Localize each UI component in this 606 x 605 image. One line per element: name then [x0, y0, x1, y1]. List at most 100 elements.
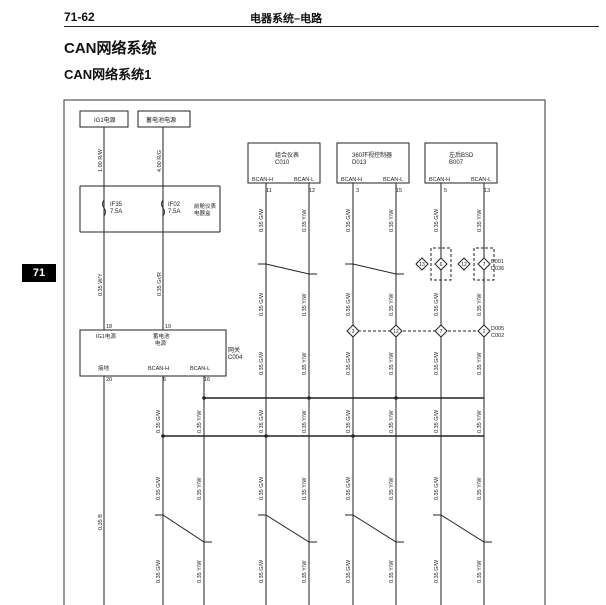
- wire-label-gw-32: 0.35 G/W: [434, 559, 440, 583]
- junction-canl-gw: [202, 396, 206, 400]
- connector-b001-pin-7-diamond: [477, 257, 491, 271]
- gateway-pin-6: 6: [163, 377, 166, 383]
- gateway-pin-19: 19: [165, 324, 171, 330]
- module-cluster-code: C010: [275, 160, 290, 166]
- page-number: 71-62: [64, 10, 95, 24]
- wire-label-yw-22: 0.35 Y/W: [389, 410, 395, 433]
- wire-label-yw-33: 0.35 Y/W: [302, 560, 308, 583]
- wire-label-gw-2: 0.35 G/W: [434, 208, 440, 232]
- m360-pin-l: 15: [396, 188, 402, 194]
- connector-d005-pin-7-label: 7: [440, 329, 443, 335]
- junction-canl-360: [394, 396, 398, 400]
- m360-canl-label: BCAN-L: [383, 177, 403, 183]
- battery-power-box: [137, 110, 191, 128]
- fuse-if02-id: IF02: [168, 202, 181, 208]
- wire-label-gw-18: 0.35 G/W: [259, 409, 265, 433]
- wire-label-yw-39: 0.35 Y/W: [197, 477, 203, 500]
- gateway-label-battery: 蓄电池: [153, 332, 170, 340]
- connector-b001-pin-13: 13: [415, 257, 429, 271]
- wire-label-gw-8: 0.35 G/W: [434, 292, 440, 316]
- twist-cluster-1: [258, 263, 317, 284]
- bsd-pin-h: 5: [444, 188, 447, 194]
- connector-d005-code2: C002: [491, 333, 504, 339]
- gateway-pin-20: 20: [106, 377, 112, 383]
- diagram-frame: [63, 99, 546, 605]
- wire-label-gw-31: 0.35 G/W: [346, 559, 352, 583]
- connector-d005-pin-12-diamond: [389, 324, 403, 338]
- page-title: CAN网络系统: [64, 40, 157, 57]
- wire-label-yw-5: 0.35 Y/W: [477, 209, 483, 232]
- gateway-label-ig1: IG1电源: [96, 332, 116, 340]
- wire-label-bat-bottom: 0.35 Gr/R: [157, 272, 163, 296]
- battery-power-label: 蓄电池电源: [146, 116, 176, 124]
- wire-label-yw-34: 0.35 Y/W: [389, 560, 395, 583]
- gateway-code: C004: [228, 355, 243, 361]
- gateway-label-ground: 接地: [98, 364, 110, 372]
- twist-360-1: [345, 263, 404, 284]
- wire-label-bat-top: 4.00 R/G: [157, 150, 163, 172]
- connector-d005-pin-2-label: 2: [483, 329, 486, 335]
- connector-b001-pin-12: 12: [457, 257, 471, 271]
- wire-label-yw-21: 0.35 Y/W: [302, 410, 308, 433]
- wire-label-ground: 0.35 B: [98, 514, 104, 530]
- wire-label-yw-29: 0.35 Y/W: [477, 477, 483, 500]
- wire-label-ig1-top: 1.00 R/W: [98, 148, 104, 172]
- wire-label-yw-35: 0.35 Y/W: [477, 560, 483, 583]
- page-subtitle: CAN网络系统1: [64, 67, 152, 82]
- gateway-pin-16: 16: [204, 377, 210, 383]
- wire-label-yw-17: 0.35 Y/W: [477, 352, 483, 375]
- module-360-code: D013: [352, 160, 367, 166]
- wire-label-layer: 0.35 G/W 0.35 G/W 0.35 G/W 0.35 Y/W 0.35 Y/W…: [156, 208, 483, 583]
- wire-label-yw-41: 0.35 Y/W: [197, 560, 203, 583]
- gateway-label-bcanl: BCAN-L: [190, 366, 210, 372]
- module-box-bsd: [424, 142, 498, 184]
- cluster-canh-label: BCAN-H: [252, 177, 273, 183]
- connector-d005-pin-3: 3: [346, 324, 360, 338]
- module-box-360: [336, 142, 410, 184]
- connector-b001-pin-13-label: 13: [419, 262, 425, 268]
- wire-label-yw-4: 0.35 Y/W: [389, 209, 395, 232]
- connector-b001-pin-6-diamond: [434, 257, 448, 271]
- wire-label-gw-12: 0.35 G/W: [259, 351, 265, 375]
- connector-d005-pin-7: 7: [434, 324, 448, 338]
- wire-label-gw-19: 0.35 G/W: [346, 409, 352, 433]
- m360-canh-label: BCAN-H: [341, 177, 362, 183]
- twist-360-bottom: [345, 514, 404, 543]
- ig1-power-label: IG1电源: [94, 116, 116, 124]
- bsd-canl-label: BCAN-L: [471, 177, 491, 183]
- wire-label-yw-3: 0.35 Y/W: [302, 209, 308, 232]
- connector-b001-pin-12-diamond: [457, 257, 471, 271]
- wire-label-yw-27: 0.35 Y/W: [302, 477, 308, 500]
- chapter-tab: 71: [22, 264, 56, 282]
- wire-label-ig1-bottom: 0.35 W/Y: [98, 273, 104, 296]
- wire-label-gw-1: 0.35 G/W: [346, 208, 352, 232]
- connector-d005-pin-12-label: 12: [393, 329, 399, 335]
- gateway-box: [79, 329, 227, 377]
- wire-label-gw-25: 0.35 G/W: [346, 476, 352, 500]
- gateway-pin-18: 18: [106, 324, 112, 330]
- connector-d005-pin-2: 2: [477, 324, 491, 338]
- cluster-pin-h: 11: [266, 188, 272, 194]
- connector-d005-pin-12: 12: [389, 324, 403, 338]
- junction-canh-gw: [161, 434, 165, 438]
- junction-canl-cluster: [307, 396, 311, 400]
- wire-label-gw-13: 0.35 G/W: [346, 351, 352, 375]
- section-title: 电器系统–电路: [250, 13, 323, 25]
- wire-label-gw-6: 0.35 G/W: [259, 292, 265, 316]
- connector-d005-pin-2-diamond: [477, 324, 491, 338]
- connector-d005-pin-3-diamond: [346, 324, 360, 338]
- wire-label-gw-14: 0.35 G/W: [434, 351, 440, 375]
- bsd-canh-label: BCAN-H: [429, 177, 450, 183]
- connector-b001-code2: D036: [491, 266, 504, 272]
- connector-b001-pin-13-diamond: [415, 257, 429, 271]
- wire-label-gw-0: 0.35 G/W: [259, 208, 265, 232]
- module-cluster-name: 组合仪表: [275, 151, 299, 159]
- wire-label-yw-37: 0.35 Y/W: [197, 410, 203, 433]
- bsd-pin-l: 13: [484, 188, 490, 194]
- wire-label-gw-38: 0.35 G/W: [156, 476, 162, 500]
- module-bsd-name: 左后BSD: [449, 151, 474, 159]
- cluster-canl-label: BCAN-L: [294, 177, 314, 183]
- m360-pin-h: 3: [356, 188, 359, 194]
